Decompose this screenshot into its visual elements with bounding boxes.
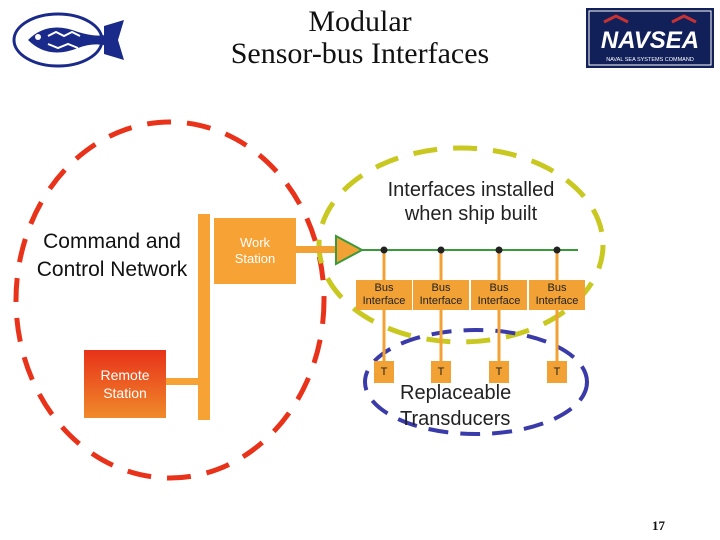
- navsea-logo: NAVSEA NAVAL SEA SYSTEMS COMMAND: [586, 8, 714, 68]
- bus-interface-line-2: Interface: [477, 295, 521, 307]
- transducer-box: T: [489, 361, 509, 383]
- bus-interface-line-2: Interface: [419, 295, 463, 307]
- fish-logo-icon: [12, 12, 124, 68]
- remote-connector: [166, 378, 200, 385]
- work-station-line-1: Work: [239, 235, 271, 250]
- bus-interface-line-1: Bus: [489, 282, 509, 294]
- remote-station-box: Remote Station: [84, 350, 166, 418]
- title-line-1: Modular: [308, 5, 412, 38]
- bus-interface-line-1: Bus: [431, 282, 451, 294]
- replaceable-label: Replaceable Transducers: [400, 380, 511, 432]
- network-backbone: [198, 214, 210, 420]
- network-label-line-1: Command and: [43, 230, 181, 253]
- title-line-2: Sensor-bus Interfaces: [230, 37, 490, 70]
- bus-interface-line-2: Interface: [535, 295, 579, 307]
- installed-label: Interfaces installed when ship built: [356, 178, 586, 226]
- bus-interface-line-1: Bus: [547, 282, 567, 294]
- installed-label-line-2: when ship built: [404, 203, 538, 225]
- transducer-box: T: [374, 361, 394, 383]
- gateway-triangle-icon: [335, 234, 365, 266]
- page-number: 17: [652, 518, 665, 533]
- workstation-connector: [296, 246, 336, 253]
- remote-station-line-2: Station: [103, 385, 147, 401]
- installed-ellipse: [316, 145, 606, 345]
- bus-node: [553, 246, 561, 254]
- bus-interface-box: Bus Interface: [413, 280, 469, 310]
- bus-node: [437, 246, 445, 254]
- replaceable-label-line-1: Replaceable: [400, 382, 512, 404]
- network-ellipse: [13, 119, 327, 481]
- transducer-ellipse: [363, 328, 589, 436]
- bus-node: [495, 246, 503, 254]
- replaceable-label-line-2: Transducers: [400, 408, 511, 430]
- transducer-box: T: [547, 361, 567, 383]
- work-station-line-2: Station: [234, 251, 276, 266]
- bus-node: [380, 246, 388, 254]
- transducer-box: T: [431, 361, 451, 383]
- bus-interface-line-2: Interface: [362, 295, 406, 307]
- bus-interface-box: Bus Interface: [529, 280, 585, 310]
- remote-station-line-1: Remote: [100, 367, 150, 383]
- bus-interface-box: Bus Interface: [356, 280, 412, 310]
- navsea-logo-text: NAVSEA: [601, 27, 699, 54]
- work-station-box: Work Station: [214, 218, 296, 284]
- slide-title: Modular Sensor-bus Interfaces: [0, 6, 720, 70]
- bus-interface-box: Bus Interface: [471, 280, 527, 310]
- network-label-line-2: Control Network: [36, 258, 188, 281]
- network-label: Command and Control Network: [22, 228, 202, 284]
- navsea-logo-subtext: NAVAL SEA SYSTEMS COMMAND: [606, 57, 694, 63]
- bus-interface-line-1: Bus: [374, 282, 394, 294]
- installed-label-line-1: Interfaces installed: [387, 179, 555, 201]
